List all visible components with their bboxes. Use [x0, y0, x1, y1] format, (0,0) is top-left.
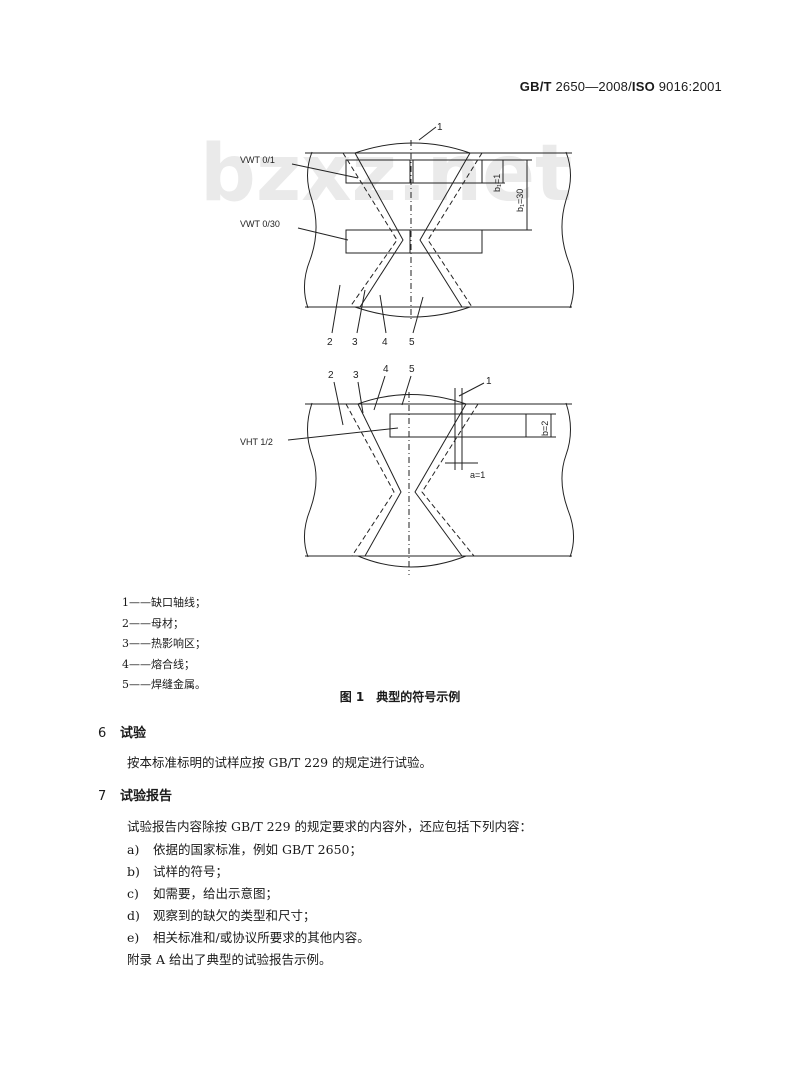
report-item: e)相关标准和/或协议所要求的其他内容。: [127, 930, 370, 945]
a1-dimension-label: a=1: [470, 470, 485, 480]
section-7-intro: 试验报告内容除按 GB/T 229 的规定要求的内容外，还应包括下列内容：: [127, 819, 532, 834]
legend-item: 1——缺口轴线；: [122, 596, 206, 609]
annex-reference: 附录 A 给出了典型的试验报告示例。: [127, 952, 332, 967]
b1-dimension-label: b₁=1: [492, 174, 502, 192]
vwt-0-30-label: VWT 0/30: [240, 219, 280, 229]
top-figure-labels: VWT 0/1 VWT 0/30 b₁=1 b₁=30 1 2 3 4 5: [240, 122, 525, 348]
report-item: c)如需要，给出示意图；: [127, 886, 279, 901]
section-6-text: 按本标准标明的试样应按 GB/T 229 的规定进行试验。: [127, 755, 432, 770]
callout-4-bottom: 4: [383, 364, 389, 375]
callout-3: 3: [352, 337, 358, 348]
vht-1-2-label: VHT 1/2: [240, 437, 273, 447]
b30-dimension-label: b₁=30: [515, 189, 525, 212]
callout-1: 1: [437, 122, 443, 133]
callout-3-bottom: 3: [353, 370, 359, 381]
legend-item: 5——焊缝金属。: [122, 678, 206, 691]
b2-dimension-label: b=2: [540, 421, 550, 436]
figure-caption: 图 1 典型的符号示例: [339, 690, 461, 704]
report-item: d)观察到的缺欠的类型和尺寸；: [127, 908, 316, 923]
callout-5: 5: [409, 337, 415, 348]
bottom-figure-labels: VHT 1/2 a=1 b=2 2 3 4 5 1: [240, 364, 550, 480]
figure-legend: 1——缺口轴线； 2——母材； 3——热影响区； 4——熔合线； 5——焊缝金属…: [122, 593, 206, 696]
report-item: b)试样的符号；: [127, 864, 229, 879]
callout-2-bottom: 2: [328, 370, 334, 381]
callout-1-bottom: 1: [486, 376, 492, 387]
callout-4: 4: [382, 337, 388, 348]
top-weld-diagram: [291, 126, 574, 334]
callout-2: 2: [327, 337, 333, 348]
figure-1-diagrams: bzxz.net: [200, 122, 574, 575]
legend-item: 4——熔合线；: [122, 657, 195, 671]
bottom-weld-diagram: [287, 375, 574, 575]
legend-item: 2——母材；: [122, 616, 184, 630]
callout-5-bottom: 5: [409, 364, 415, 375]
legend-item: 3——热影响区；: [122, 637, 206, 650]
report-item: a)依据的国家标准，例如 GB/T 2650；: [127, 842, 362, 857]
standard-code-header: GB/T 2650—2008/ISO 9016:2001: [519, 79, 722, 94]
vwt-0-1-label: VWT 0/1: [240, 155, 275, 165]
watermark-text: bzxz.net: [200, 129, 572, 219]
